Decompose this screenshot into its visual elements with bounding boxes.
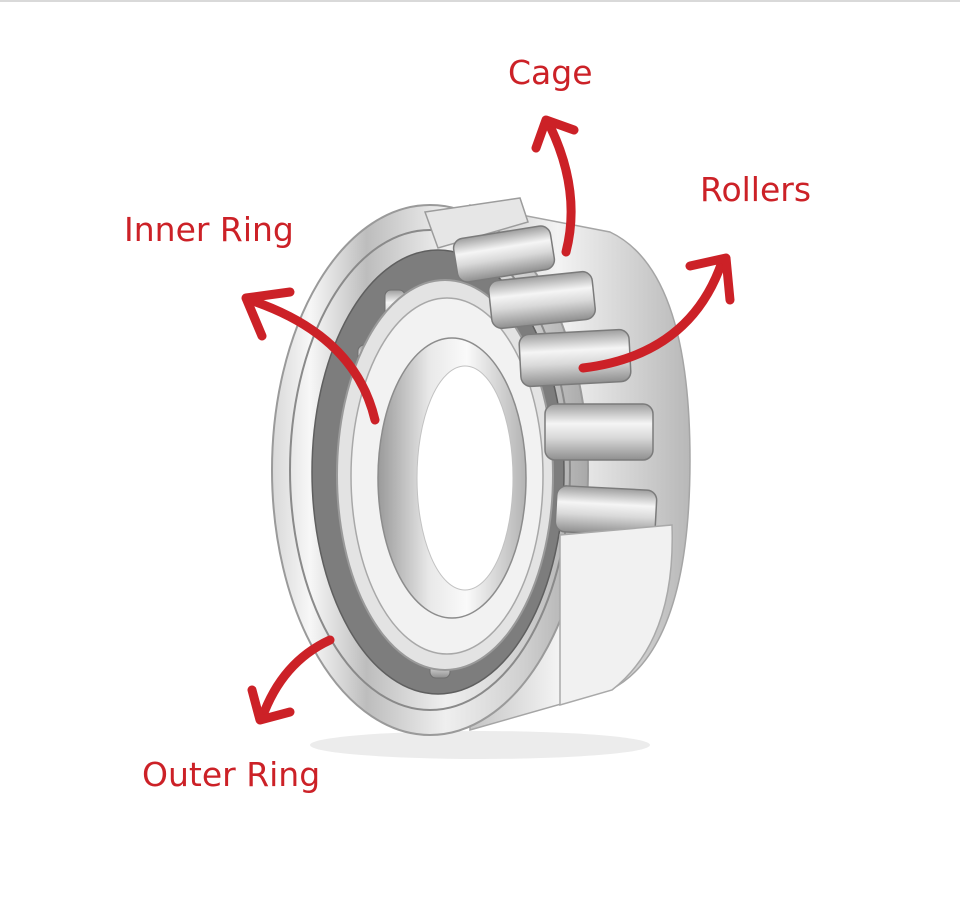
- label-outer-ring: Outer Ring: [142, 755, 321, 794]
- cage-arrow: [543, 117, 576, 257]
- rollers-arrow: [578, 257, 727, 373]
- cage-arrowhead: [531, 115, 579, 153]
- cage: [423, 197, 529, 249]
- roller: [544, 403, 654, 461]
- roller: [488, 270, 596, 330]
- inner-ring-arrow: [245, 295, 380, 425]
- exposed-rollers: [452, 225, 658, 537]
- rollers-arrowhead: [685, 253, 735, 305]
- inner-ring-arrowhead: [241, 287, 295, 341]
- outer-ring-arrow: [257, 635, 335, 723]
- top-divider: [0, 0, 960, 2]
- label-cage: Cage: [508, 53, 593, 92]
- outer-ring-edge: [289, 229, 571, 711]
- label-inner-ring: Inner Ring: [124, 210, 294, 249]
- roller: [452, 225, 556, 283]
- outer-ring-band: [559, 524, 673, 706]
- bore-back: [416, 365, 514, 591]
- outer-ring-arrowhead: [247, 685, 295, 725]
- annotation-arrows: [241, 115, 735, 725]
- bearing-shadow: [310, 731, 650, 759]
- label-rollers: Rollers: [700, 170, 812, 209]
